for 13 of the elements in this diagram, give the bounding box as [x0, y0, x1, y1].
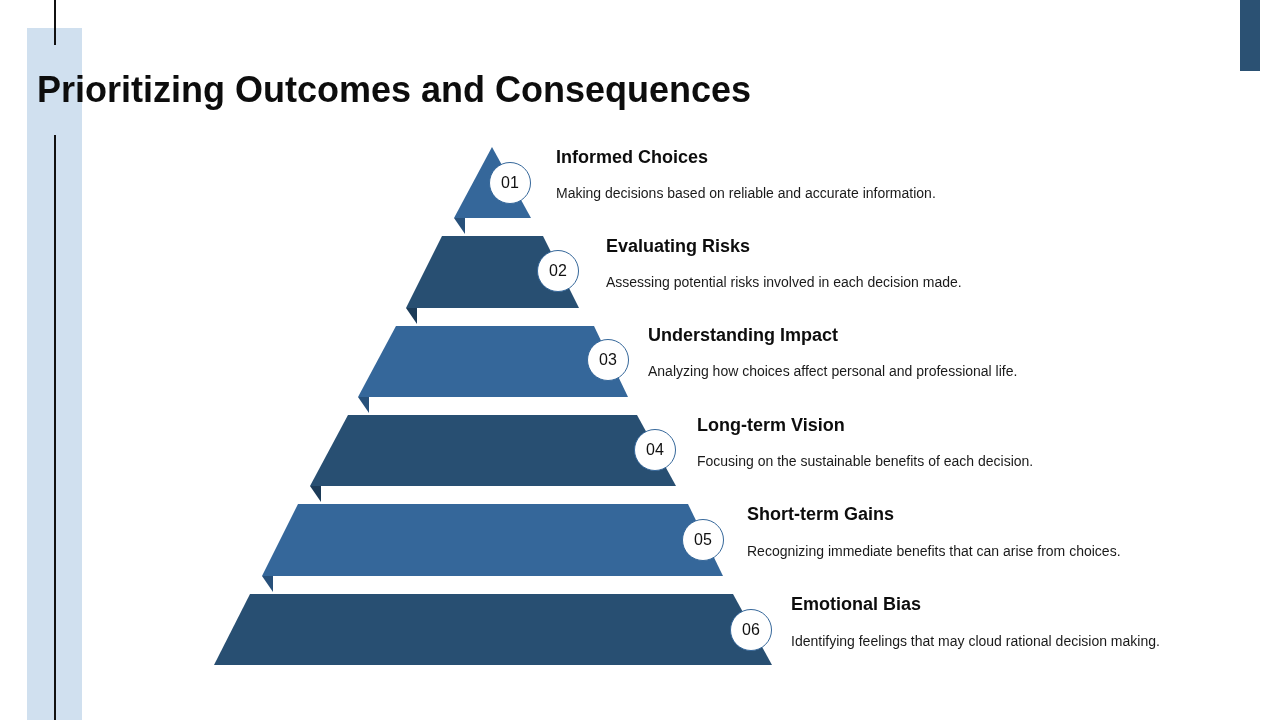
step-description: Recognizing immediate benefits that can arise from choices. — [747, 542, 1121, 560]
step-description: Focusing on the sustainable benefits of each decision. — [697, 452, 1034, 470]
step-heading: Evaluating Risks — [606, 235, 751, 257]
step-description: Assessing potential risks involved in each decision made. — [606, 273, 962, 291]
slide-title: Prioritizing Outcomes and Consequences — [37, 68, 752, 112]
step-heading: Understanding Impact — [648, 324, 839, 346]
step-description: Identifying feelings that may cloud rational decision making. — [791, 632, 1160, 650]
step-description: Analyzing how choices affect personal and professional life. — [648, 362, 1018, 380]
step-heading: Long-term Vision — [697, 414, 845, 436]
step-heading: Informed Choices — [556, 146, 709, 168]
step-heading: Short-term Gains — [747, 503, 895, 525]
step-heading: Emotional Bias — [791, 593, 922, 615]
step-description: Making decisions based on reliable and accurate information. — [556, 184, 936, 202]
